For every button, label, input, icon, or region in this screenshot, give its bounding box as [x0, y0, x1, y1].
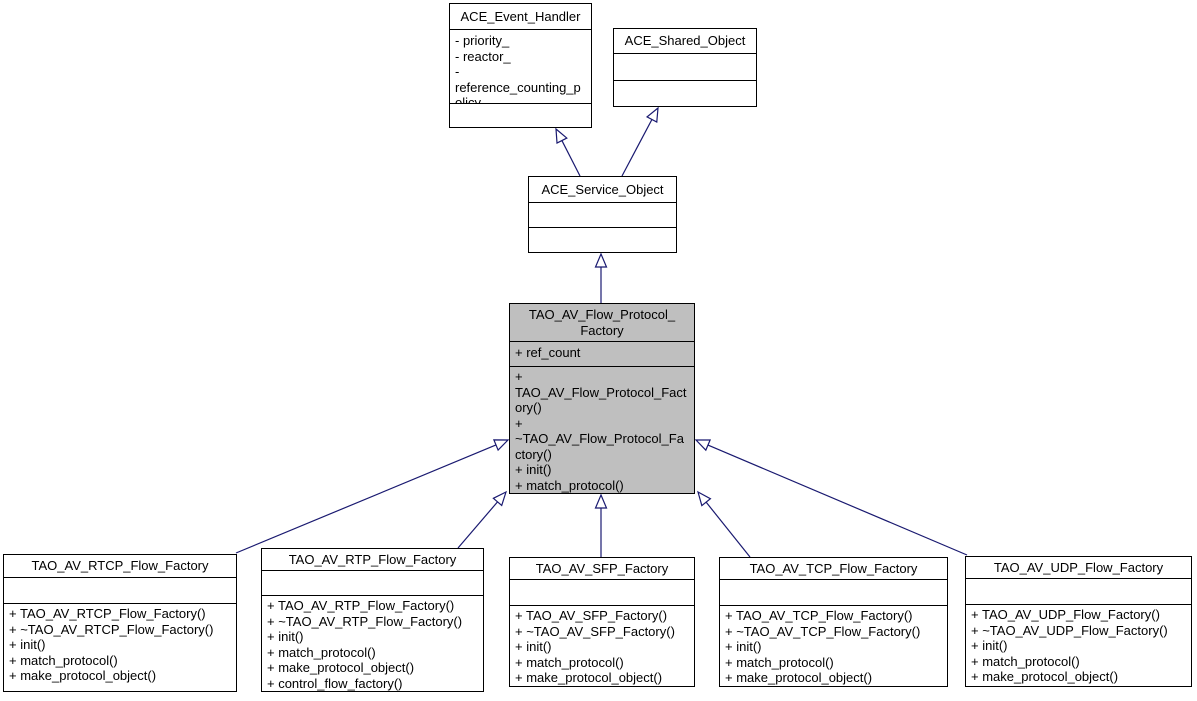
method-item: + ~TAO_AV_UDP_Flow_Factory() [971, 622, 1168, 638]
class-name: TAO_AV_UDP_Flow_Factory [993, 559, 1164, 575]
attributes-section [966, 579, 1191, 605]
method-item: + ~TAO_AV_TCP_Flow_Factory() [725, 623, 921, 639]
attributes-section [529, 203, 676, 228]
class-title: TAO_AV_RTCP_Flow_Factory [4, 555, 236, 578]
class-box-tao-av-tcp-flow-factory[interactable]: TAO_AV_TCP_Flow_Factory + TAO_AV_TCP_Flo… [719, 557, 948, 687]
attributes-section [614, 54, 756, 81]
method-item: + match_protocol() [515, 477, 624, 493]
class-name: TAO_AV_Flow_Protocol_Factory [528, 307, 676, 338]
attributes-section: - priority_ - reactor_ - reference_count… [450, 30, 591, 104]
method-item: + init() [515, 462, 552, 477]
methods-section [529, 228, 676, 252]
method-item: + TAO_AV_Flow_Protocol_Factory() [515, 369, 687, 415]
methods-section: + TAO_AV_SFP_Factory() + ~TAO_AV_SFP_Fac… [510, 606, 694, 686]
methods-section: + TAO_AV_RTP_Flow_Factory() + ~TAO_AV_RT… [262, 596, 483, 691]
method-item: + match_protocol() [971, 653, 1080, 669]
class-name: ACE_Service_Object [541, 181, 664, 197]
method-item: + control_flow_factory() [267, 675, 403, 691]
class-name: TAO_AV_RTP_Flow_Factory [288, 551, 457, 567]
attributes-section [510, 580, 694, 606]
method-item: + TAO_AV_RTCP_Flow_Factory() [9, 606, 206, 621]
method-item: + match_protocol() [725, 654, 834, 670]
method-item: + ~TAO_AV_RTP_Flow_Factory() [267, 613, 463, 629]
class-box-tao-av-sfp-factory[interactable]: TAO_AV_SFP_Factory + TAO_AV_SFP_Factory(… [509, 557, 695, 687]
methods-section: + TAO_AV_RTCP_Flow_Factory() + ~TAO_AV_R… [4, 604, 236, 691]
methods-section: + TAO_AV_UDP_Flow_Factory() + ~TAO_AV_UD… [966, 605, 1191, 686]
method-item: + make_protocol_object() [971, 669, 1119, 684]
class-box-tao-av-flow-protocol-factory[interactable]: TAO_AV_Flow_Protocol_Factory + ref_count… [509, 303, 695, 494]
method-item: + ~TAO_AV_RTCP_Flow_Factory() [9, 621, 214, 637]
methods-section: + TAO_AV_TCP_Flow_Factory() + ~TAO_AV_TC… [720, 606, 947, 686]
method-item: + TAO_AV_TCP_Flow_Factory() [725, 608, 913, 623]
class-box-tao-av-rtcp-flow-factory[interactable]: TAO_AV_RTCP_Flow_Factory + TAO_AV_RTCP_F… [3, 554, 237, 692]
attributes-section [262, 571, 483, 596]
method-item: + ~TAO_AV_SFP_Factory() [515, 623, 675, 639]
attribute-item: - reactor_ [455, 48, 511, 64]
methods-section: + TAO_AV_Flow_Protocol_Factory() + ~TAO_… [510, 367, 694, 493]
class-name: ACE_Event_Handler [460, 8, 581, 24]
class-name: TAO_AV_TCP_Flow_Factory [749, 560, 918, 576]
method-item: + make_protocol_object() [725, 670, 873, 685]
class-title: TAO_AV_RTP_Flow_Factory [262, 549, 483, 571]
class-box-ace-shared-object[interactable]: ACE_Shared_Object [613, 28, 757, 107]
methods-section [450, 104, 591, 127]
class-name: TAO_AV_RTCP_Flow_Factory [31, 558, 209, 574]
method-item: + init() [725, 639, 762, 654]
method-item: + make_protocol_object() [267, 660, 415, 675]
method-item: + init() [9, 637, 46, 652]
method-item: + TAO_AV_SFP_Factory() [515, 608, 668, 623]
methods-section [614, 81, 756, 106]
attributes-section: + ref_count [510, 342, 694, 367]
attributes-section [4, 578, 236, 604]
class-title: TAO_AV_UDP_Flow_Factory [966, 557, 1191, 579]
class-title: TAO_AV_SFP_Factory [510, 558, 694, 580]
attribute-item: + ref_count [515, 345, 581, 360]
method-item: + match_protocol() [267, 644, 376, 660]
class-box-tao-av-udp-flow-factory[interactable]: TAO_AV_UDP_Flow_Factory + TAO_AV_UDP_Flo… [965, 556, 1192, 687]
class-name: TAO_AV_SFP_Factory [535, 560, 669, 576]
method-item: + make_protocol_object() [9, 668, 157, 683]
class-box-ace-event-handler[interactable]: ACE_Event_Handler - priority_ - reactor_… [449, 3, 592, 128]
attribute-item: - reference_counting_policy_ [455, 64, 581, 104]
class-box-tao-av-rtp-flow-factory[interactable]: TAO_AV_RTP_Flow_Factory + TAO_AV_RTP_Flo… [261, 548, 484, 692]
class-title: ACE_Service_Object [529, 177, 676, 203]
class-name: ACE_Shared_Object [624, 33, 746, 49]
method-item: + make_protocol_object() [515, 670, 663, 685]
class-title: ACE_Shared_Object [614, 29, 756, 54]
method-item: + init() [971, 638, 1008, 653]
class-title: TAO_AV_TCP_Flow_Factory [720, 558, 947, 580]
method-item: + ~TAO_AV_Flow_Protocol_Factory() [515, 415, 684, 462]
method-item: + init() [267, 629, 304, 644]
class-title: ACE_Event_Handler [450, 4, 591, 30]
method-item: + init() [515, 639, 552, 654]
method-item: + TAO_AV_UDP_Flow_Factory() [971, 607, 1160, 622]
attributes-section [720, 580, 947, 606]
class-title: TAO_AV_Flow_Protocol_Factory [510, 304, 694, 342]
method-item: + TAO_AV_RTP_Flow_Factory() [267, 598, 455, 613]
method-item: + match_protocol() [515, 654, 624, 670]
method-item: + match_protocol() [9, 652, 118, 668]
attribute-item: - priority_ [455, 33, 510, 48]
class-box-ace-service-object[interactable]: ACE_Service_Object [528, 176, 677, 253]
